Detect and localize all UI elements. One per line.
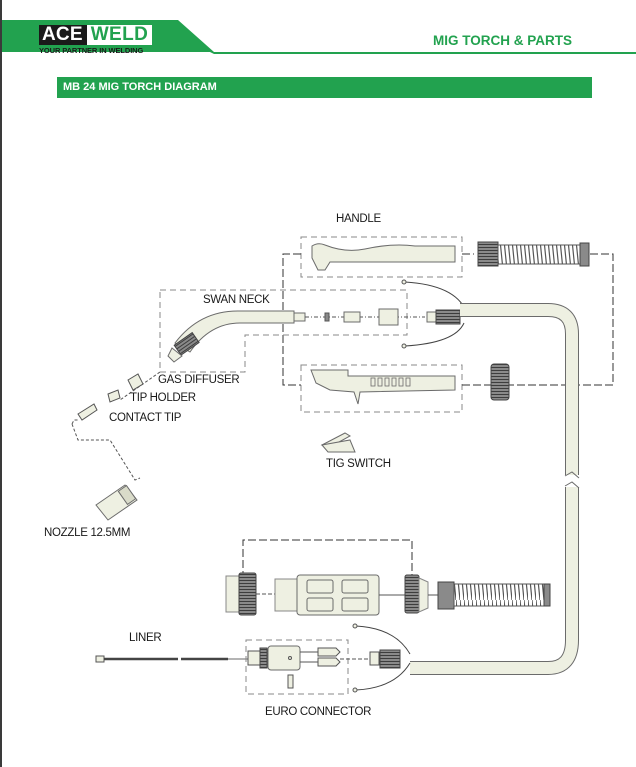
- contact-tip-part: [71, 403, 141, 481]
- diagram-title: MB 24 MIG TORCH DIAGRAM: [63, 81, 217, 93]
- label-tig-switch: TIG SWITCH: [326, 458, 391, 470]
- handle-top-part: [300, 236, 463, 278]
- label-tip-holder: TIP HOLDER: [130, 392, 196, 404]
- spring-bottom: [428, 581, 551, 610]
- gas-diffuser-part: [119, 371, 161, 401]
- label-contact-tip: CONTACT TIP: [109, 412, 182, 424]
- torch-cable: [410, 303, 580, 675]
- brand-primary: ACE: [39, 25, 87, 45]
- cable-connector: [401, 279, 467, 349]
- diagram-title-bar: MB 24 MIG TORCH DIAGRAM: [57, 77, 592, 98]
- nozzle-part: [95, 484, 138, 521]
- section-title: MIG TORCH & PARTS: [433, 33, 573, 48]
- header-band: [2, 20, 636, 54]
- label-gas-diffuser: GAS DIFFUSER: [158, 374, 240, 386]
- spring-top: [477, 241, 590, 267]
- brand-secondary: WELD: [86, 25, 153, 45]
- swan-neck-part: [159, 289, 408, 373]
- label-swan-neck: SWAN NECK: [203, 294, 270, 306]
- brand-logo: ACE WELD YOUR PARTNER IN WELDING: [39, 25, 153, 55]
- brand-tagline: YOUR PARTNER IN WELDING: [39, 46, 144, 55]
- euro-connector-part: [245, 623, 411, 695]
- page-left-border: [0, 0, 2, 767]
- label-handle: HANDLE: [336, 213, 381, 225]
- handle-bottom-part: [300, 364, 463, 413]
- tig-switch-part: [320, 432, 356, 453]
- label-liner: LINER: [129, 632, 162, 644]
- locking-nut: [490, 363, 510, 401]
- label-nozzle: NOZZLE 12.5MM: [44, 527, 131, 539]
- tip-holder-part: [107, 389, 121, 403]
- liner-part: [95, 655, 248, 663]
- rear-handle-part: [225, 572, 429, 616]
- label-euro-connector: EURO CONNECTOR: [265, 706, 372, 718]
